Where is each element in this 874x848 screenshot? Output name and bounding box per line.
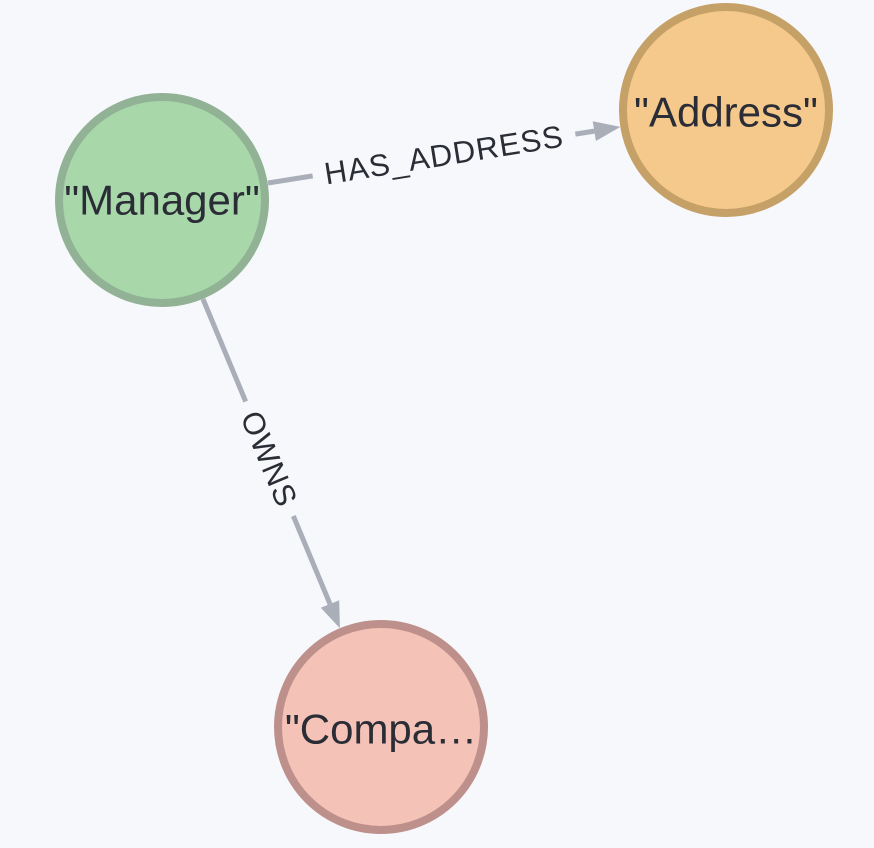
- arrowhead-icon: [320, 600, 340, 629]
- node-circle[interactable]: [274, 620, 488, 834]
- node-caption: "Manager": [64, 177, 260, 224]
- node-address[interactable]: "Address": [619, 3, 833, 217]
- node-circle[interactable]: [619, 3, 833, 217]
- node-caption: "Address": [634, 89, 818, 136]
- node-company[interactable]: "Compa…: [274, 620, 488, 834]
- node-manager[interactable]: "Manager": [55, 93, 269, 307]
- relationship-label-background: [309, 114, 579, 196]
- node-caption: "Compa…: [285, 706, 477, 753]
- relationship-label-background: [226, 394, 312, 524]
- node-circle[interactable]: [55, 93, 269, 307]
- arrowhead-icon: [592, 121, 621, 141]
